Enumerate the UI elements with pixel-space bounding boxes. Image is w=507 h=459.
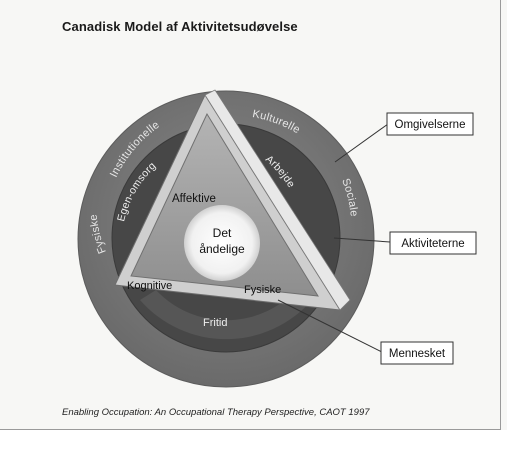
label-fysiske-person: Fysiske [244,284,281,296]
person-triangle [130,112,319,297]
callout-mennesket: Mennesket [389,348,446,360]
diagram-title: Canadisk Model af Aktivitetsudøvelse [62,19,298,34]
spirituality-circle [184,205,260,281]
callout-box-aktiviteterne [389,231,477,255]
leader-line-mennesket [277,299,383,353]
leader-line-aktiviteterne [333,237,391,243]
label-affektive: Affektive [172,193,216,205]
callout-omgivelserne: Omgivelserne [395,119,466,131]
callout-aktiviteterne: Aktiviteterne [401,238,464,250]
label-andelige: åndelige [199,242,245,256]
callout-box-mennesket [380,341,454,365]
triangle-side-face [204,89,351,311]
leader-line-omgivelserne [334,123,389,163]
label-det: Det [213,226,232,240]
page-edge-right [500,0,501,430]
label-fritid: Fritid [203,317,227,329]
blank-margin [0,430,507,459]
source-citation: Enabling Occupation: An Occupational The… [62,407,370,418]
page-edge-bottom [0,429,501,430]
leisure-band [140,290,312,340]
callout-box-omgivelserne [386,112,474,136]
label-kognitive: Kognitive [127,280,172,292]
